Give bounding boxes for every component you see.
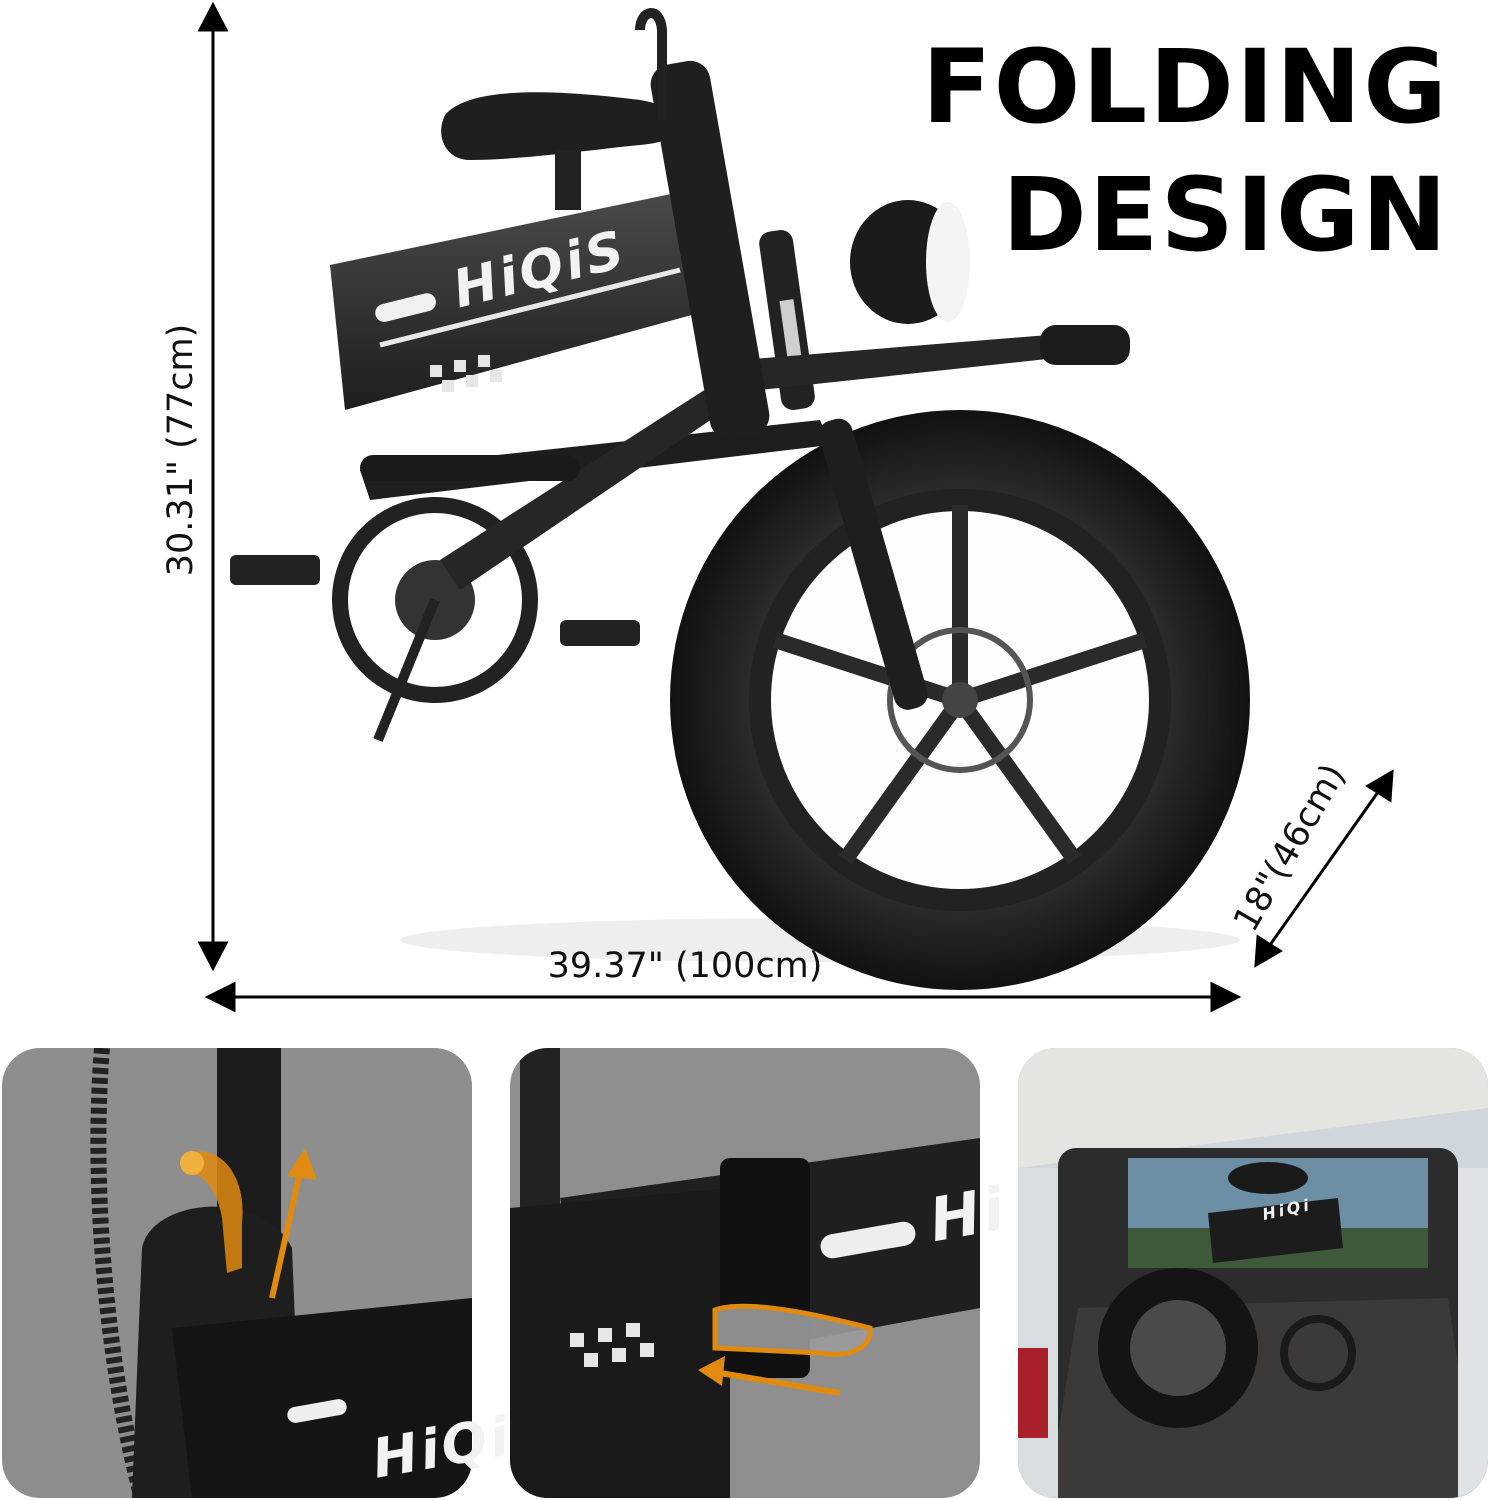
- stem-latch-detail-photo: [2, 1048, 472, 1498]
- arrow-up-icon: [287, 1148, 317, 1180]
- width-dimension-line: [204, 981, 1242, 1013]
- panel-2-brand-logo: Hi: [924, 1173, 1013, 1257]
- folded-bike-illustration: [197, 1, 1394, 1013]
- frame-hinge-detail-photo: [510, 1048, 980, 1498]
- handlebar-stem: [360, 8, 770, 481]
- rear-rack: [740, 325, 1130, 390]
- headline-line-2: DESIGN: [1002, 156, 1449, 275]
- arrow-left-icon: [698, 1356, 725, 1386]
- headline-line-1: FOLDING: [921, 28, 1449, 147]
- height-dimension-line: [197, 1, 229, 972]
- width-dimension-label: 39.37" (100cm): [547, 946, 823, 986]
- front-fat-tire: [670, 410, 1250, 990]
- headlight: [850, 200, 970, 324]
- depth-dimension-line: [1254, 769, 1394, 968]
- headline: FOLDING DESIGN: [889, 24, 1449, 280]
- height-dimension-label: 30.31" (77cm): [161, 323, 201, 577]
- saddle: [441, 92, 682, 210]
- car-trunk-photo: [1018, 1048, 1488, 1498]
- main-frame-beam: [330, 190, 710, 410]
